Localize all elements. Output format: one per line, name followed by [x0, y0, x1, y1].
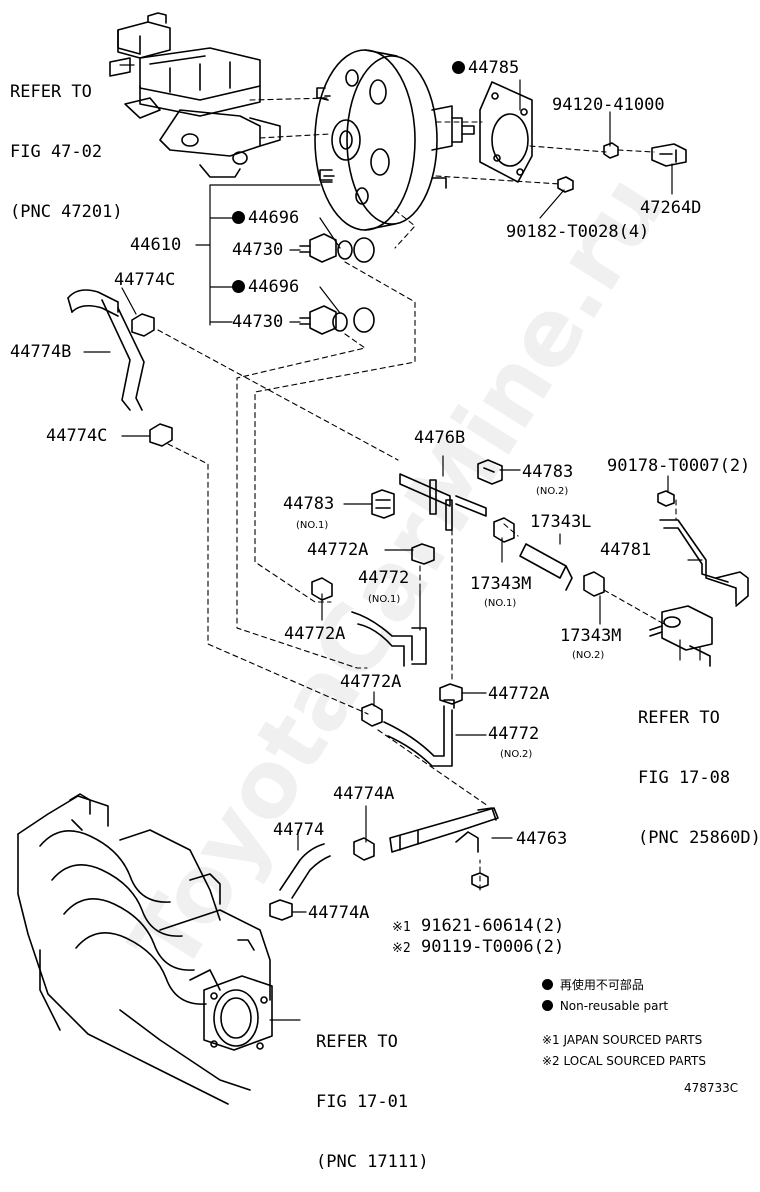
part-label-44772A-2: 44772A: [284, 624, 346, 644]
part-label-44772A-3: 44772A: [340, 672, 402, 692]
dashed-lines: [157, 97, 677, 891]
part-label-91621: ※1 91621-60614(2): [392, 916, 565, 936]
clamp-17343M-no2: [583, 571, 605, 597]
throttle-body: [189, 969, 273, 1051]
part-label-44783-no1: 44783: [283, 494, 335, 514]
legend-japan-sourced: ※1 JAPAN SOURCED PARTS: [542, 1033, 703, 1047]
union-44763: [389, 807, 499, 853]
part-label-44696-b: 44696: [232, 277, 299, 297]
part-label-44772-no2: 44772: [488, 724, 540, 744]
part-label-47264D: 47264D: [640, 198, 702, 218]
master-cylinder: [109, 12, 281, 178]
hose-17343L: [519, 543, 573, 591]
union-4476B: [399, 473, 487, 531]
part-label-44785: 44785: [452, 58, 519, 78]
ref-fig-17-08: REFER TO FIG 17-08 (PNC 25860D): [638, 708, 760, 848]
gasket-44785: [479, 81, 533, 183]
note-no1-17343M: (NO.1): [484, 598, 517, 609]
ref-fig-17-01: REFER TO FIG 17-01 (PNC 17111): [316, 1032, 429, 1172]
bracket-44781: [659, 519, 749, 607]
check-valve-44730-a: [299, 233, 375, 263]
leader-lines: [83, 64, 703, 1021]
non-reusable-icon: [452, 61, 465, 74]
part-label-44783-no2: 44783: [522, 462, 574, 482]
vacuum-switching-valve: [649, 605, 713, 667]
bracket-47264D: [651, 143, 687, 167]
part-label-44774A-top: 44774A: [333, 784, 395, 804]
note-no1-44783: (NO.1): [296, 520, 329, 531]
part-label-90182: 90182-T0028(4): [506, 222, 650, 242]
part-label-90178: 90178-T0007(2): [607, 456, 751, 476]
note-no2-44772: (NO.2): [500, 749, 533, 760]
check-valve-44730-b: [299, 305, 375, 335]
legend-non-reusable-en: Non-reusable part: [542, 998, 668, 1014]
note-no2-17343M: (NO.2): [572, 650, 605, 661]
clamp-44774A-bottom: [269, 899, 293, 921]
part-label-17343M-no1: 17343M: [470, 574, 532, 594]
part-label-44772-no1: 44772: [358, 568, 410, 588]
non-reusable-icon: [232, 280, 245, 293]
part-label-94120: 94120-41000: [552, 95, 665, 115]
diagram-id: 478733C: [684, 1081, 739, 1095]
part-label-44772A-4: 44772A: [488, 684, 550, 704]
hose-44774: [279, 843, 331, 899]
clamp-44774C-bottom: [149, 423, 173, 447]
nut-90178: [657, 490, 675, 507]
part-label-44774C-top: 44774C: [114, 270, 176, 290]
note-no1-44772: (NO.1): [368, 594, 401, 605]
bolt-90182: [557, 176, 574, 193]
part-label-17343M-no2: 17343M: [560, 626, 622, 646]
part-label-44610: 44610: [130, 235, 182, 255]
clamp-17343M-no1: [493, 517, 515, 543]
legend-non-reusable-jp: 再使用不可部品: [542, 977, 644, 993]
part-label-90119: ※2 90119-T0006(2): [392, 937, 565, 957]
part-label-4476B: 4476B: [414, 428, 466, 448]
part-label-44763: 44763: [516, 829, 568, 849]
legend-local-sourced: ※2 LOCAL SOURCED PARTS: [542, 1054, 706, 1068]
non-reusable-icon: [232, 211, 245, 224]
part-label-44774: 44774: [273, 820, 325, 840]
hose-44772-no1: [351, 611, 427, 667]
intake-manifold: [17, 793, 271, 1105]
clamp-44774C-top: [131, 313, 155, 337]
clamp-44772A-4: [439, 683, 463, 705]
part-label-17343L: 17343L: [530, 512, 592, 532]
part-label-44774B: 44774B: [10, 342, 72, 362]
part-label-44730-a: 44730: [232, 240, 284, 260]
part-label-44772A-1: 44772A: [307, 540, 369, 560]
ref-fig-47-02: REFER TO FIG 47-02 (PNC 47201): [10, 82, 123, 222]
clip-44783-no1: [371, 489, 395, 519]
part-label-44781: 44781: [600, 540, 652, 560]
part-label-44774C-bottom: 44774C: [46, 426, 108, 446]
non-reusable-icon: [542, 1000, 553, 1011]
part-label-44696-a: 44696: [232, 208, 299, 228]
part-label-44774A-bottom: 44774A: [308, 903, 370, 923]
part-label-44730-b: 44730: [232, 312, 284, 332]
bolt-90119: [471, 872, 489, 889]
brake-booster: [314, 49, 475, 231]
non-reusable-icon: [542, 979, 553, 990]
clamp-44772A-2: [311, 577, 333, 601]
note-no2-44783: (NO.2): [536, 486, 569, 497]
clamp-44774A-top: [353, 837, 375, 861]
hose-44774B: [67, 289, 145, 411]
clamp-44772A-3: [361, 703, 383, 727]
nut-94120: [603, 142, 619, 159]
clip-44783-no2: [477, 459, 503, 485]
parts-diagram: [17, 12, 749, 1105]
hose-44772-no2: [383, 699, 455, 767]
clamp-44772A-1: [411, 543, 435, 565]
